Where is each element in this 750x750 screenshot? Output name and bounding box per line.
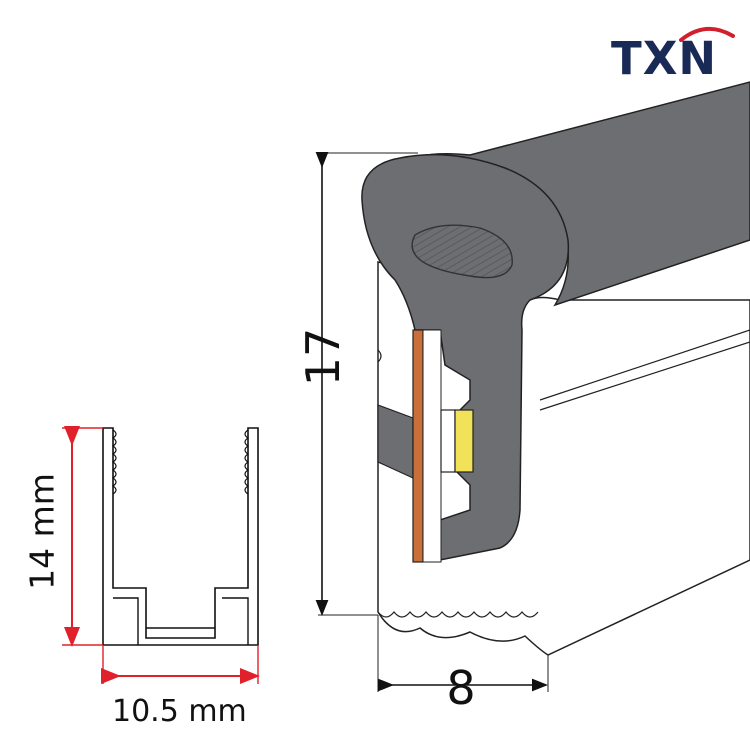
dimension-17: [315, 152, 418, 616]
dimension-8: [377, 615, 549, 692]
pcb-strip: [412, 329, 424, 563]
inner-channel: [422, 329, 442, 563]
logo-swoosh-icon: [679, 27, 735, 42]
label-height-14mm: 14 mm: [22, 473, 62, 590]
brand-logo: TXN: [611, 22, 735, 86]
dimension-14mm: [62, 426, 103, 647]
dimension-10-5mm: [101, 645, 260, 684]
u-channel-serration-left: [111, 429, 117, 495]
front-cap: [361, 153, 570, 561]
led-chip-yellow: [454, 409, 474, 473]
cap-slot: [411, 224, 513, 279]
u-channel-inner: [113, 597, 249, 645]
u-channel: [102, 427, 259, 646]
u-channel-outline: [102, 427, 259, 646]
label-width-10-5mm: 10.5 mm: [112, 694, 247, 729]
neon-strip-profile: [361, 81, 750, 656]
left-notch: [377, 349, 382, 363]
led-chip-white: [440, 409, 456, 473]
side-seam: [539, 329, 750, 411]
logo-text: TXN: [611, 32, 718, 85]
label-width-8: 8: [446, 661, 476, 715]
label-height-17: 17: [296, 327, 350, 387]
u-channel-serration-right: [244, 429, 250, 495]
bottom-scallop: [377, 611, 539, 618]
